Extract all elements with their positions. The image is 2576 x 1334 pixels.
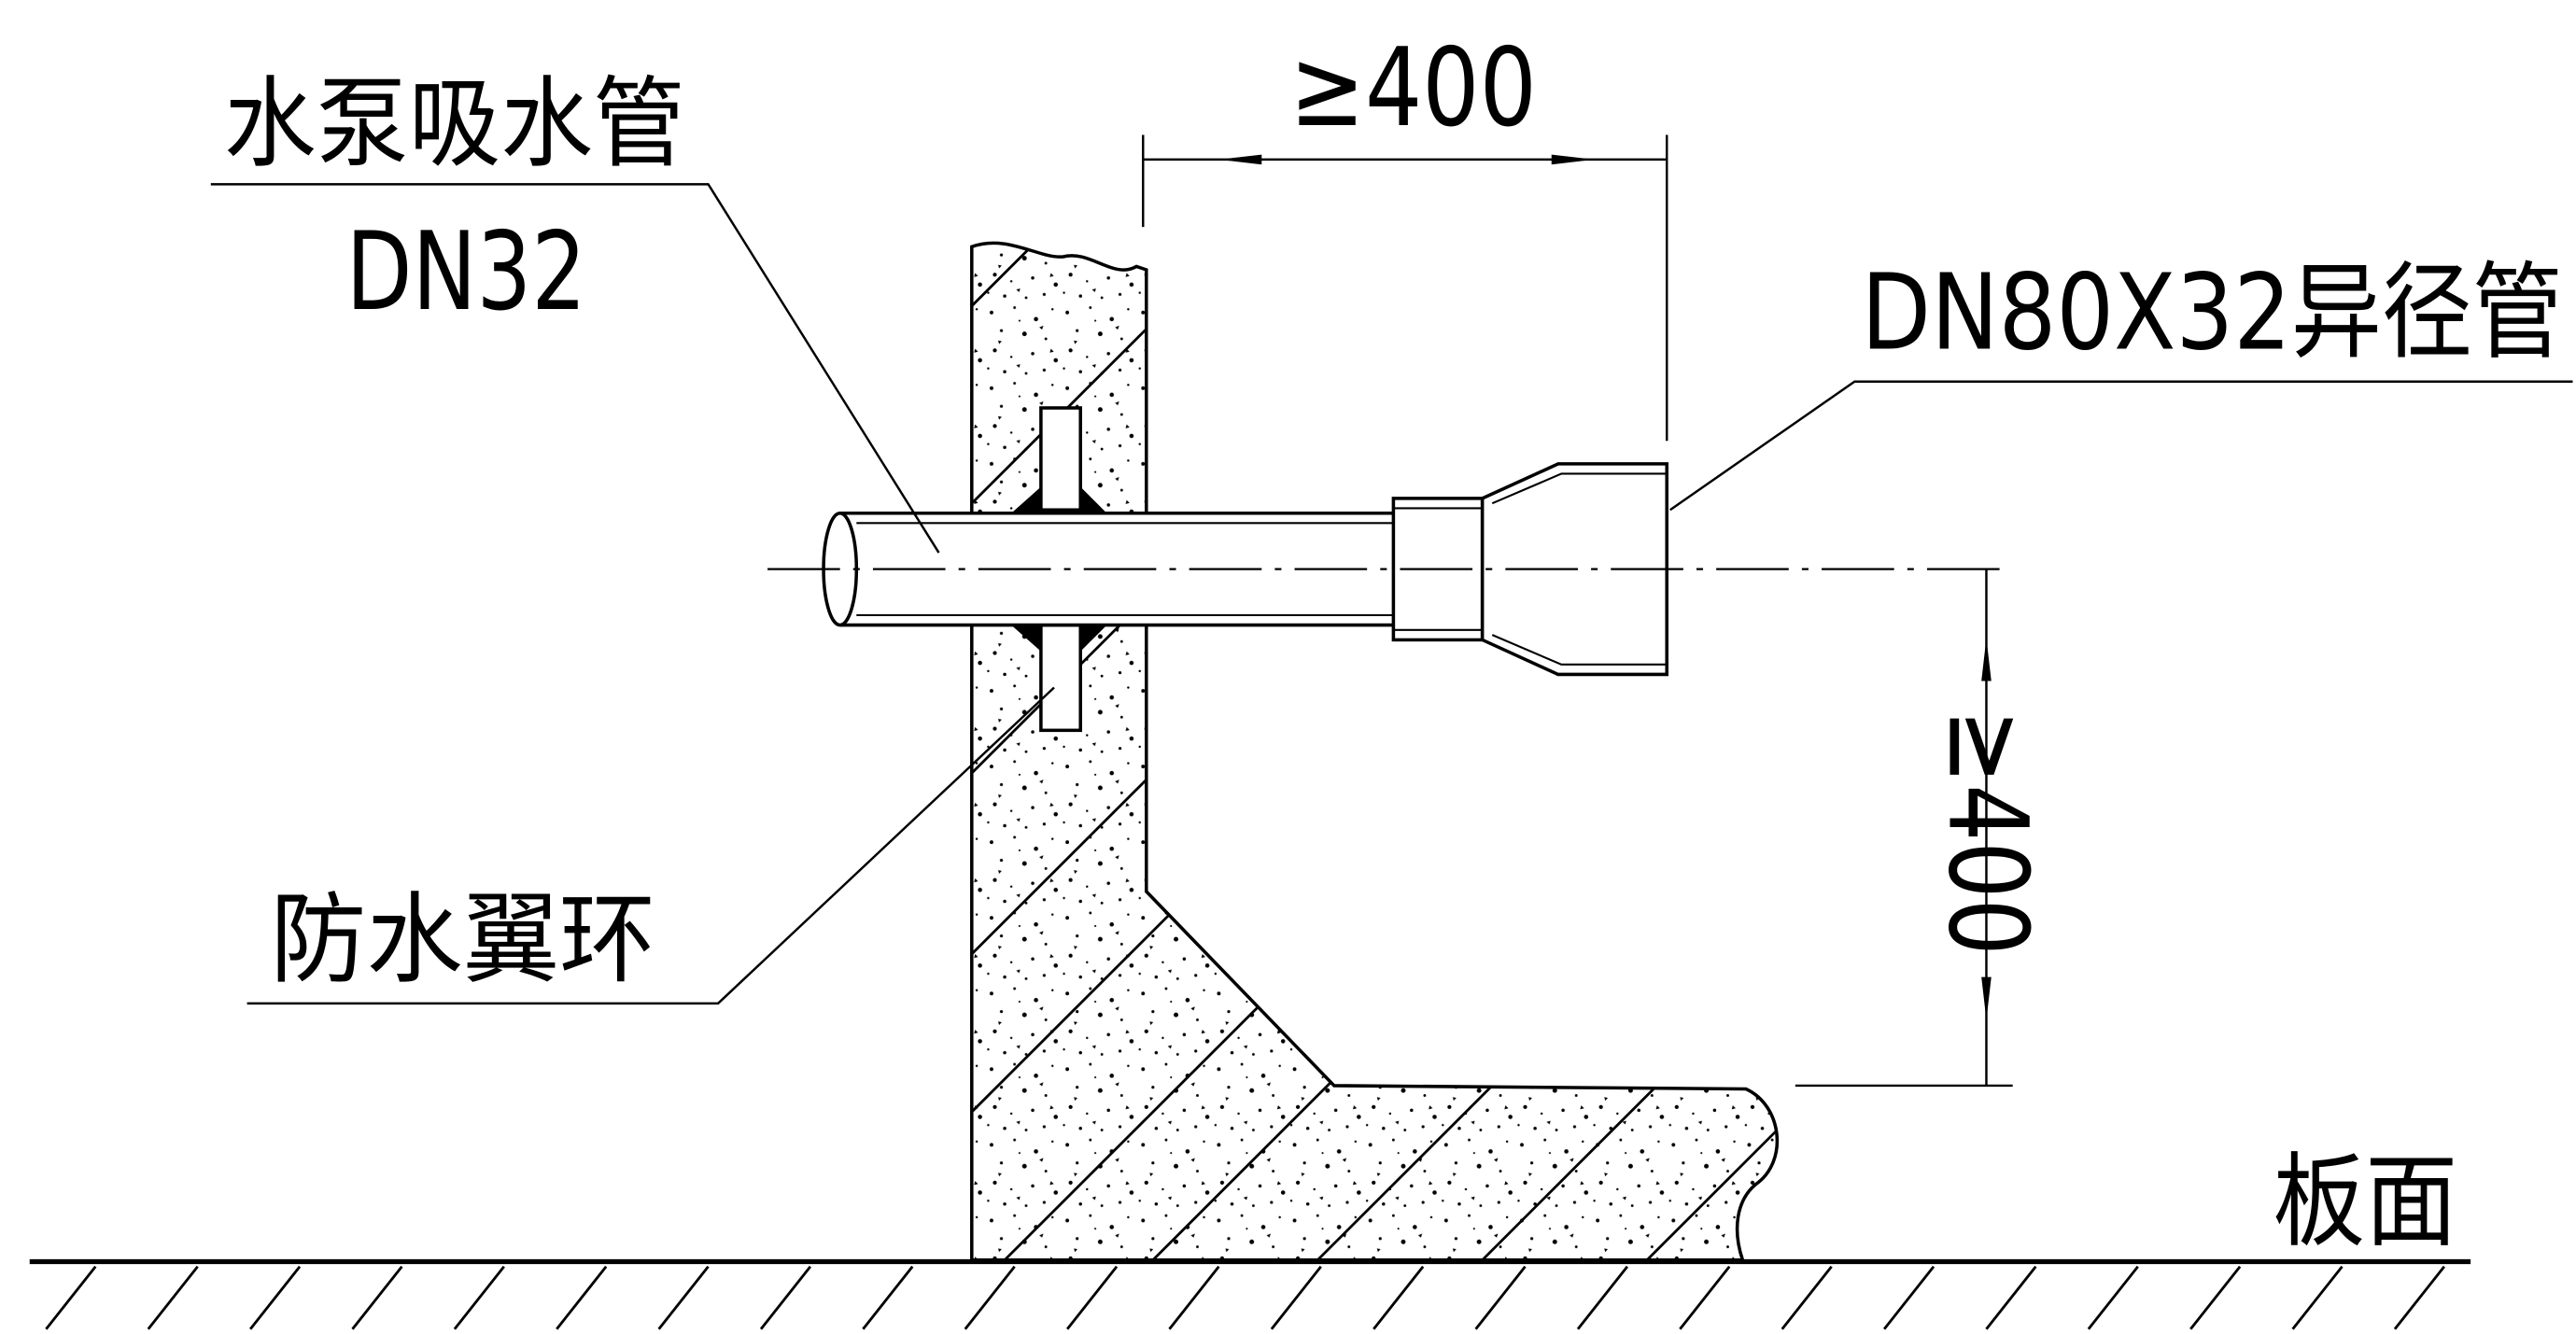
vertical-dimension-value: ≥400 — [1924, 709, 2050, 955]
vertical-dimension: ≥400 — [1795, 569, 2050, 1088]
horizontal-dimension: ≥400 — [1142, 25, 1668, 442]
label-waterproof-ring: 防水翼环 — [270, 882, 655, 997]
leader-lines — [210, 183, 2573, 1005]
label-slab-surface: 板面 — [2273, 1143, 2457, 1261]
label-suction-pipe-name: 水泵吸水管 — [224, 66, 685, 181]
label-suction-pipe-size: DN32 — [345, 209, 586, 335]
horizontal-dimension-value: ≥400 — [1289, 25, 1537, 151]
slab-surface-ground-line — [29, 1258, 2471, 1330]
label-reducer: DN80X32异径管 — [1861, 251, 2562, 374]
concrete-wall-section — [970, 241, 1780, 1262]
